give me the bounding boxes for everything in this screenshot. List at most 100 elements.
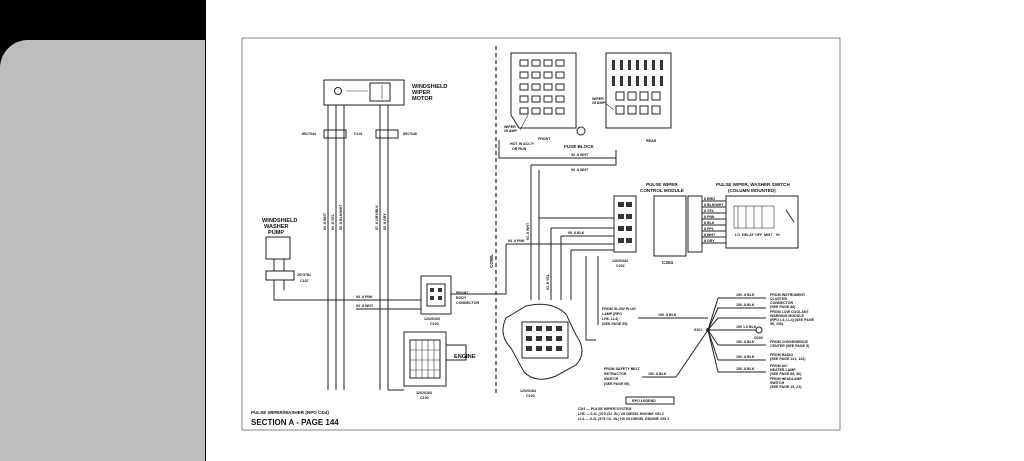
gs-1-4: (SEE PAGE 88) [770,305,796,309]
gs-3-2: CENTER (SEE PAGE 5) [770,344,810,348]
ground-wire-5: 150 .8 BLK [736,355,755,359]
hot-in-accy-2: OR RUN [512,147,527,151]
right-background [856,0,1024,461]
fuse-feed-wires: 33 .8 WHT 93 .8 WHT 93 .8 WHT [498,140,617,300]
switch-pos-lo: LO [735,233,740,237]
gs-6-2: SWITCH [770,381,785,385]
wire-label-3: 92 .8 BLK/WHT [339,204,343,230]
pulse-wiper-washer-switch: PULSE WIPER, WASHER SWITCH (COLUMN MOUNT… [716,182,799,249]
part-2973781: 2973781 [297,273,311,277]
gs-1-3: CONNECTOR [770,301,793,305]
c101-label: C101 [354,132,363,136]
gs-2-3: (RPO L4, LL4) (SEE PAGE [770,318,815,322]
front-body-connector-label-1: FRONT [456,291,469,295]
part-12020443: 12020443 [612,259,628,263]
left-rounded-panel [0,40,205,461]
glow-plug-4: (SEE PAGE 95) [602,322,628,326]
gs-6-3: (SEE PAGE 15, 21) [770,385,802,389]
switch-label-2: (COLUMN MOUNTED) [728,188,776,193]
fuse-block-label: FUSE BLOCK [564,144,595,149]
switch-wiring: 8 BRN 8 BLK/WHT 8 YEL 8 PNK 8 BLK 8 PPL … [702,197,726,244]
gs-3-1: FROM CONVENIENCE [770,340,809,344]
c202-wiring: 94 .8 PNK 95 .8 BLK 91 .8 YEL [505,217,614,341]
pulse-wiper-control-module: PULSE WIPER CONTROL MODULE 12020443 C202… [612,182,703,268]
wiper-fuse-right-1: WIPER [592,97,604,101]
ip-connector: I/P 12020184 C100 [502,303,583,398]
s201-label: S201 [694,328,702,332]
c100-label-b: C100 [420,396,429,400]
wire-label-pnk-left: 94 .8 PNK [356,295,373,299]
glow-plug-2: LAMP (RPO [602,312,622,316]
switch-pos-delay: DELAY [742,233,754,237]
wiper-motor-label-3: MOTOR [412,96,433,102]
wiper-fuse-right-2: 25 AMP [592,101,605,105]
ground-wire-glow: 150 .8 BLK [658,313,677,317]
wire-label-pnk-right: 94 .8 PNK [508,239,525,243]
rpo-legend-line-2: LH6 — 6.2L (379 CU. IN.) V8 DIESEL ENGIN… [578,412,665,416]
part-8917044: 8917044 [302,132,316,136]
rpo-legend-line-1: CD4 — PULSE WIPER SYSTEM [578,407,631,411]
switch-pos-hi: HI [776,233,780,237]
switch-pos-mist: MIST [764,233,773,237]
glow-plug-1: FROM GLOW PLUG [602,307,636,311]
page-frame [241,37,841,431]
gs-2-1: FROM LOW COOLANT [770,310,810,314]
gs-4-2: (SEE PAGE 121, 122) [770,357,806,361]
rear-label: REAR [646,139,657,143]
wiper-motor-label-2: WIPER [412,90,430,96]
switch-wire-2: 8 BLK/WHT [704,203,724,207]
ground-splice: FROM GLOW PLUG LAMP (RPO LH6, LL4) (SEE … [602,293,815,389]
wire-label-5: 92 .8 GRY [383,213,387,230]
wire-label-2: 91 .8 YEL [331,213,335,230]
rpo-legend: RPO LEGEND CD4 — PULSE WIPER SYSTEM LH6 … [578,396,675,421]
switch-pos-off: OFF [755,233,763,237]
safety-belt-2: RETRACTOR [604,372,627,376]
ground-wire-3: 150 1.0 BLK [736,325,757,329]
c202-label: C202 [616,264,625,268]
switch-label-1: PULSE WIPER, WASHER SWITCH [716,182,790,187]
washer-pump-label-1: WINDSHIELD [262,218,297,224]
cowl-label: COWL [489,254,494,268]
switch-wire-6: 8 PPL [704,227,715,231]
wire-label-fuse-1: 33 .8 WHT [571,153,589,157]
footer-title: SECTION A - PAGE 144 [251,418,339,427]
wiper-fuse-left-1: WIPER [504,125,516,129]
rpo-legend-title: RPO LEGEND [632,399,656,403]
ground-wire-6: 150 .8 BLK [736,367,755,371]
ground-wire-1: 150 .8 BLK [736,293,755,297]
left-background [0,0,205,461]
footer-subtitle: PULSE WIPER/WASHER (RPO CD4) [251,410,329,415]
safety-belt-3: SWITCH [604,377,619,381]
ground-wire-4: 150 .8 BLK [736,340,755,344]
ground-wire-belt: 150 .8 BLK [648,372,667,376]
switch-wire-3: 8 YEL [704,209,715,213]
front-body-connector-label-3: CONNECTOR [456,301,479,305]
switch-wire-5: 8 BLK [704,221,715,225]
fuse-grid-front [519,59,565,115]
part-12020183: 12020183 [416,391,432,395]
part-12020184: 12020184 [520,389,536,393]
engine-connector: ENGINE 12020183 C100 [403,331,476,400]
motor-harness: 93 .8 WHT 91 .8 YEL 92 .8 BLK/WHT 97 .8 … [323,105,389,390]
safety-belt-1: FROM SAFETY BELT [604,367,641,371]
hot-in-accy-1: HOT IN ACC'Y [510,142,535,146]
engine-label: ENGINE [454,354,476,360]
wire-label-blk-right: 95 .8 BLK [568,231,585,235]
wiper-fuse-callouts: WIPER 25 AMP WIPER 25 AMP HOT IN ACC'Y O… [504,97,615,151]
front-body-connector: FRONT BODY CONNECTOR 12020105 C100 [420,275,479,326]
wire-label-4: 97 .8 GRY/BLK [375,205,379,230]
c100-label-a: C100 [430,322,439,326]
gs-1-2: CLUSTER [770,297,787,301]
glow-plug-3: LH6, LL4) [602,317,619,321]
gs-2-2: WARNING MODULE [770,314,805,318]
switch-wire-4: 8 PNK [704,215,715,219]
gs-1-1: FROM INSTRUMENT [770,293,806,297]
gs-5-2: HEATER LAMP [770,368,796,372]
gs-2-4: 95, 106) [770,322,784,326]
control-module-label-2: CONTROL MODULE [640,188,684,193]
washer-pump-label-2: WASHER [264,224,289,230]
wire-label-cowl-1: 93 .8 WHT [526,222,530,240]
part-12020105: 12020105 [424,317,440,321]
wiring-diagram: WINDSHIELD WIPER MOTOR 8917044 C101 8917… [241,37,841,431]
c101-connector: 8917044 C101 8917046 [302,129,417,139]
